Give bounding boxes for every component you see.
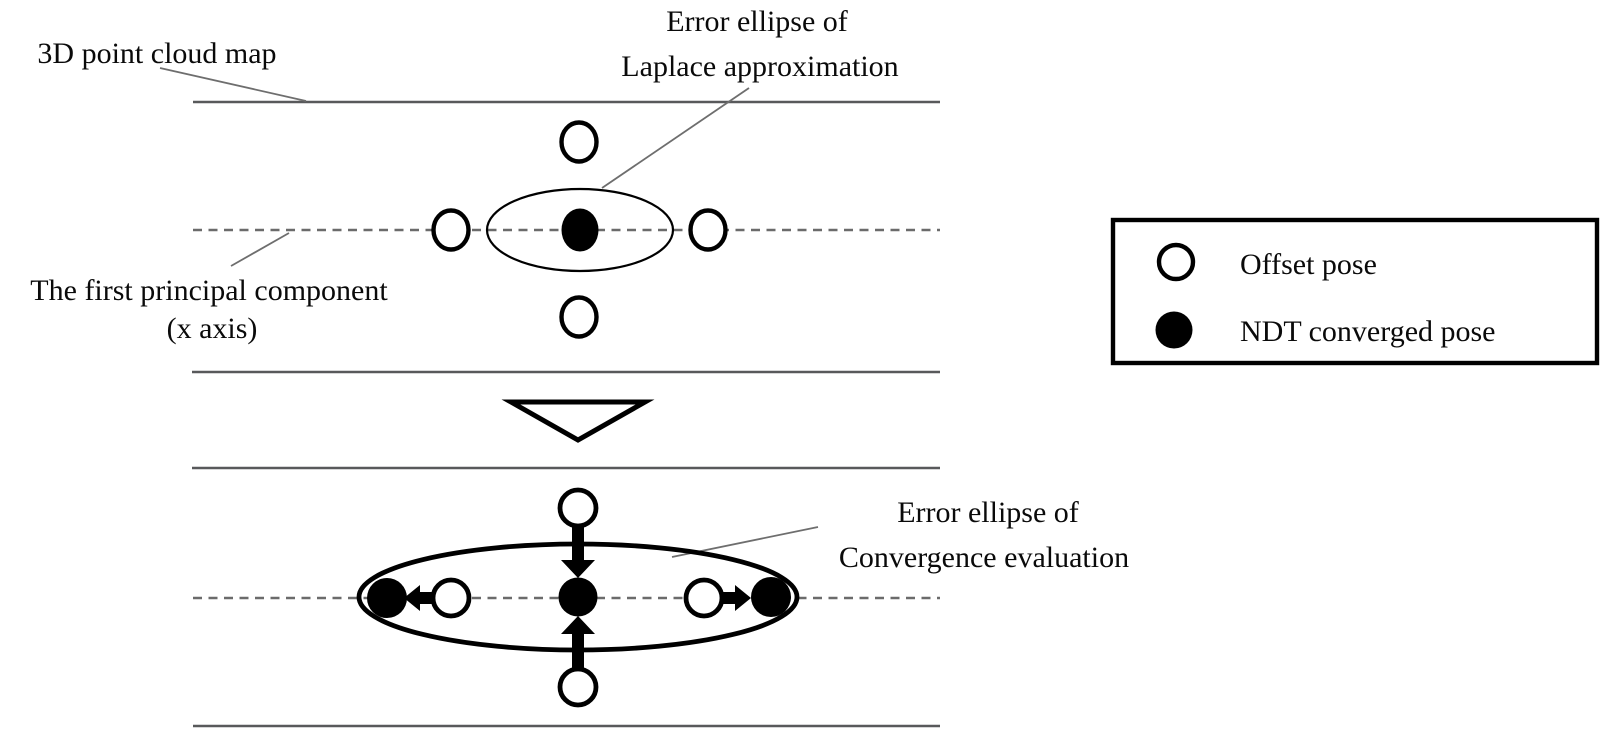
label-principal-component-line1: The first principal component [30, 274, 388, 307]
ndt-converged-pose-bottom-diagram-center [558, 577, 598, 617]
offset-pose-bottom-diagram-north [557, 487, 599, 529]
label-3d-point-cloud-map: 3D point cloud map [37, 37, 276, 70]
ndt-converged-pose-top-diagram-center [561, 208, 599, 252]
legend-offset-pose-icon [1156, 242, 1196, 282]
ndt-converged-pose-bottom-diagram-east [751, 577, 791, 617]
arrow-up-icon [561, 616, 595, 668]
ndt-converged-pose-bottom-diagram-west [367, 578, 407, 618]
offset-pose-top-diagram-west [431, 208, 471, 252]
arrow-left-icon [404, 585, 433, 611]
leader-line-map-label [159, 67, 307, 102]
arrow-down-icon [561, 526, 595, 578]
label-convergence-ellipse-line1: Error ellipse of [897, 496, 1079, 529]
arrow-right-icon [722, 585, 751, 611]
offset-pose-top-diagram-south [559, 295, 599, 339]
label-convergence-ellipse-line2: Convergence evaluation [839, 541, 1129, 574]
label-laplace-ellipse-line2: Laplace approximation [621, 50, 898, 83]
downward-flow-triangle [501, 399, 655, 443]
offset-pose-bottom-diagram-south [557, 666, 599, 708]
label-laplace-ellipse-line1: Error ellipse of [666, 5, 848, 38]
offset-pose-top-diagram-north [559, 120, 599, 164]
leader-line-principal-label [230, 232, 290, 267]
offset-pose-bottom-diagram-east [683, 577, 725, 619]
leader-line-laplace-label [601, 87, 750, 189]
legend-offset-label: Offset pose [1240, 248, 1377, 281]
legend-ndt-label: NDT converged pose [1240, 315, 1496, 348]
offset-pose-bottom-diagram-west [430, 577, 472, 619]
legend-box [1110, 217, 1600, 366]
legend-ndt-pose-icon [1155, 311, 1193, 349]
offset-pose-top-diagram-east [688, 208, 728, 252]
label-principal-component-line2: (x axis) [167, 312, 258, 345]
laplace-error-ellipse [485, 187, 675, 273]
